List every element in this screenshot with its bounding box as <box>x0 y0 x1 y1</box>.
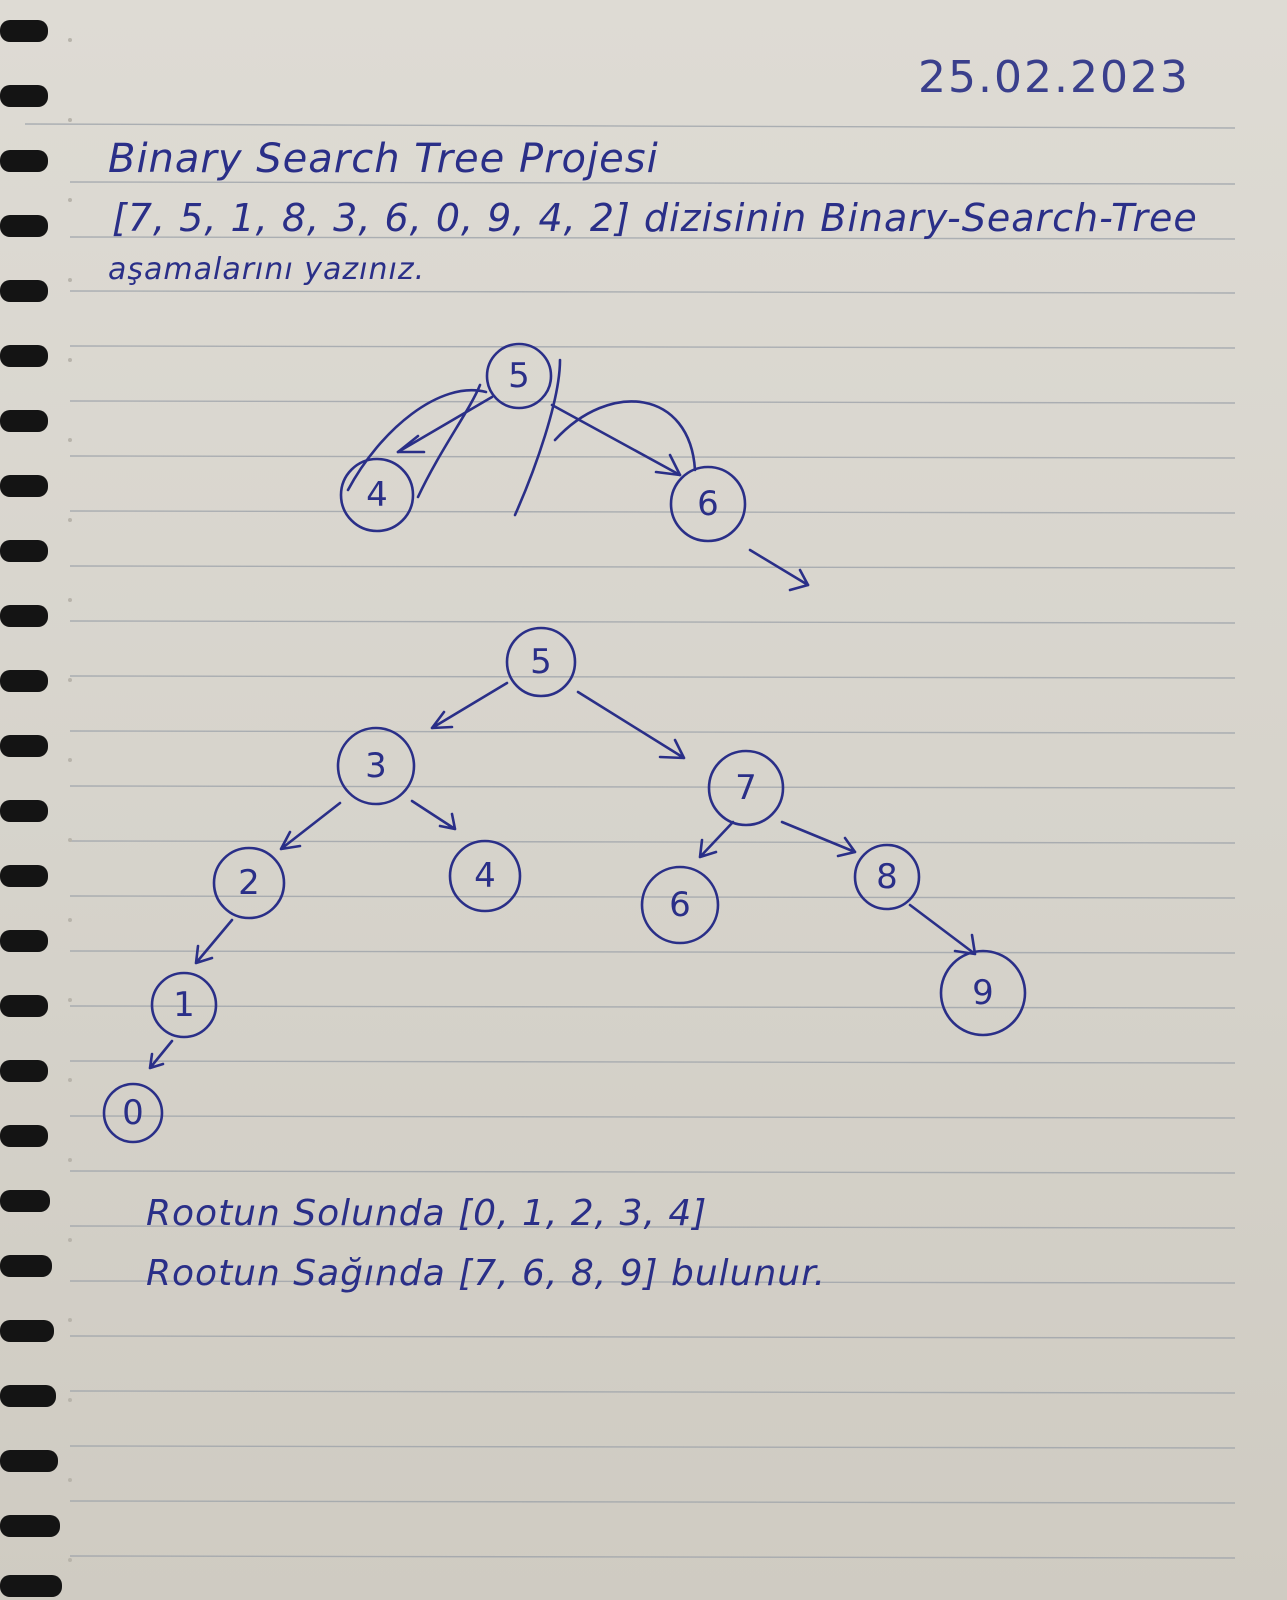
spiral-binding <box>0 20 62 1597</box>
node-6-circle <box>640 865 720 945</box>
sketch-arrow-left-head <box>396 434 426 454</box>
node-7-circle <box>707 749 785 827</box>
sketch-arrow-right <box>550 403 682 477</box>
sketch-node-root-circle <box>485 342 553 410</box>
assignment-task-line: aşamalarını yazınız. <box>108 252 426 287</box>
edge-3-4 <box>410 799 457 831</box>
node-1-circle <box>150 971 218 1039</box>
conclusion-left-subtree: Rootun Solunda [0, 1, 2, 3, 4] <box>146 1193 708 1234</box>
node-5-label: 5 <box>530 642 552 682</box>
node-2-circle <box>212 846 286 920</box>
sketch-arrow-right-head <box>654 453 682 477</box>
sketch-node-right-label: 6 <box>697 484 719 524</box>
node-7-label: 7 <box>735 768 757 808</box>
node-5-circle <box>505 626 577 698</box>
node-9-label: 9 <box>972 973 994 1013</box>
node-3-circle <box>336 726 416 806</box>
sketch-arrow-dangling <box>748 548 810 587</box>
conclusion-right-subtree: Rootun Sağında [7, 6, 8, 9] bulunur. <box>146 1253 827 1294</box>
edge-7-8 <box>780 820 857 858</box>
assignment-title: Binary Search Tree Projesi <box>108 136 659 182</box>
sketch-node-left-circle <box>339 457 415 533</box>
node-4-circle <box>448 839 522 913</box>
node-0-circle <box>102 1082 164 1144</box>
edge-8-9 <box>908 903 977 956</box>
edge-2-1 <box>194 918 234 965</box>
perforation-dots <box>68 38 72 1562</box>
edge-5-3 <box>430 681 509 730</box>
node-2-label: 2 <box>238 863 260 903</box>
assignment-array-line: [7, 5, 1, 8, 3, 6, 0, 9, 4, 2] dizisinin… <box>112 196 1198 240</box>
node-8-circle <box>853 843 921 911</box>
sketch-scribble-3 <box>513 358 562 517</box>
sketch-arrow-left <box>396 395 494 454</box>
edge-5-7 <box>576 690 686 760</box>
node-4-label: 4 <box>474 856 496 896</box>
edge-3-2 <box>279 801 342 851</box>
sketch-arrow-dangling-head <box>788 568 810 592</box>
node-6-label: 6 <box>669 885 691 925</box>
sketch-node-right-circle <box>669 465 747 543</box>
sketch-scribble-4 <box>553 400 697 472</box>
sketch-node-root-label: 5 <box>508 356 530 396</box>
edge-7-6 <box>698 820 735 859</box>
node-9-circle <box>939 949 1027 1037</box>
sketch-scribble-1 <box>346 389 488 492</box>
node-0-label: 0 <box>122 1093 144 1133</box>
ruled-lines <box>24 123 1236 1559</box>
node-8-label: 8 <box>876 857 898 897</box>
node-1-label: 1 <box>173 985 195 1025</box>
page-date: 25.02.2023 <box>918 52 1190 103</box>
sketch-scribble-2 <box>416 383 482 499</box>
edge-1-0 <box>148 1039 174 1070</box>
sketch-node-left-label: 4 <box>366 475 388 515</box>
node-3-label: 3 <box>365 746 387 786</box>
